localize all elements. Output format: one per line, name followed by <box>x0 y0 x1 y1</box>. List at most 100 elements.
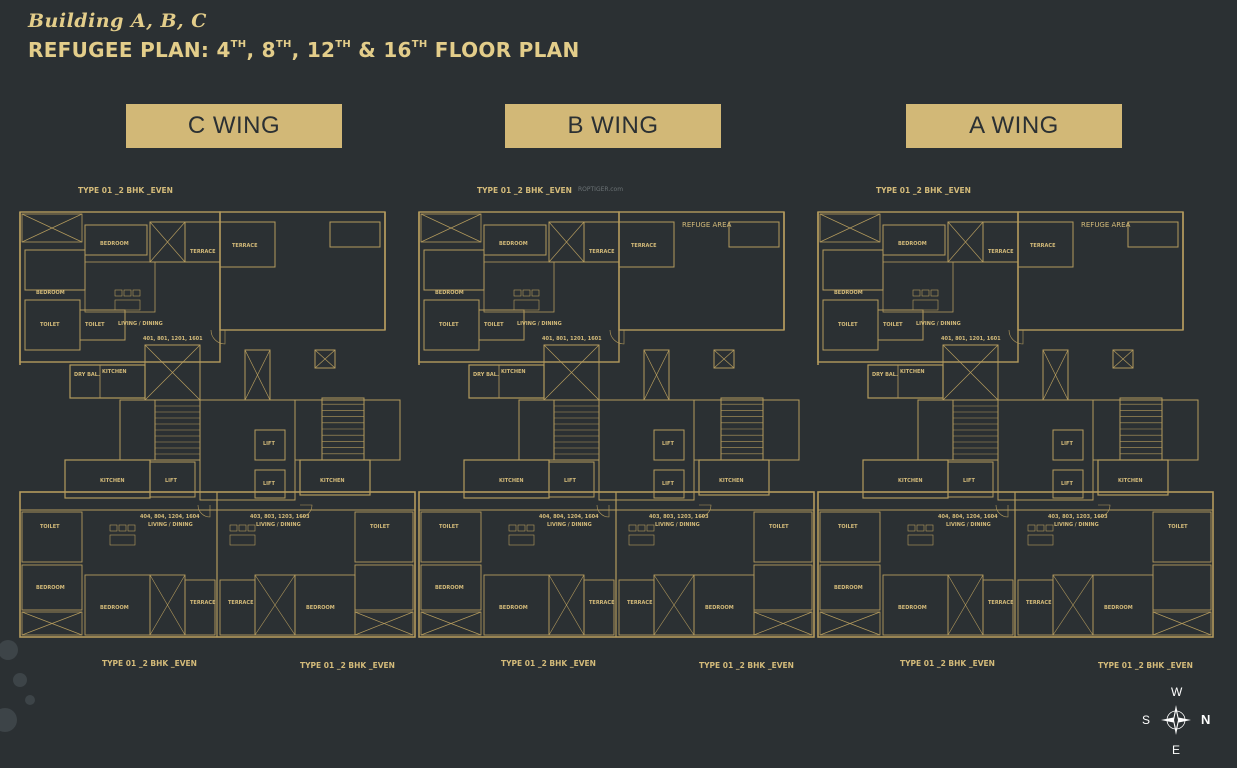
wall <box>314 349 336 369</box>
bedroom-label-2-a: BEDROOM <box>834 290 863 296</box>
wall-line <box>149 221 186 263</box>
wall-line <box>643 349 670 401</box>
refuge-area-label-b: REFUGE AREA <box>682 221 732 229</box>
wall <box>713 349 735 369</box>
bedroom-label-2-b: BEDROOM <box>435 290 464 296</box>
wall <box>646 524 655 532</box>
lift-label-3-b: LIFT <box>564 478 576 484</box>
type-label-bottom-left-a: TYPE 01 _2 BHK _EVEN <box>900 659 995 668</box>
wall-line <box>420 213 482 243</box>
living-label-1-c: LIVING / DINING <box>118 321 163 327</box>
wall <box>628 524 637 532</box>
wall <box>518 399 555 461</box>
wall <box>118 524 127 532</box>
wall <box>1097 459 1169 496</box>
bedroom-label-4-c: BEDROOM <box>100 605 129 611</box>
wall <box>219 579 256 636</box>
compass-south: S <box>1142 713 1151 727</box>
wall-line <box>819 611 881 636</box>
wall <box>508 534 535 546</box>
wall <box>184 579 216 636</box>
wall-line <box>254 574 296 636</box>
bedroom-label-4-a: BEDROOM <box>898 605 927 611</box>
wall-line <box>354 611 414 636</box>
wall <box>925 524 934 532</box>
bedroom-label-5-a: BEDROOM <box>1104 605 1133 611</box>
wall-line <box>1042 349 1069 401</box>
kitchen-label-2-a: KITCHEN <box>898 478 923 484</box>
unit-number-bottom-right-c: 403, 803, 1203, 1603 <box>250 514 310 520</box>
wall <box>1052 429 1084 461</box>
toilet-label-2-c: TOILET <box>85 322 105 328</box>
wall <box>907 524 916 532</box>
wall <box>982 579 1014 636</box>
wall <box>219 221 276 268</box>
wall <box>423 249 485 291</box>
wall <box>1017 211 1184 331</box>
wall <box>531 289 540 297</box>
wall-line <box>244 349 271 401</box>
wall <box>64 459 151 499</box>
toilet-label-4-c: TOILET <box>370 524 390 530</box>
bedroom-label-1-a: BEDROOM <box>898 241 927 247</box>
type-label-top-c: TYPE 01 _2 BHK _EVEN <box>78 186 173 195</box>
unit-number-bottom-left-b: 404, 804, 1204, 1604 <box>539 514 599 520</box>
terrace-label-3-b: TERRACE <box>589 600 615 606</box>
living-label-3-a: LIVING / DINING <box>1054 522 1099 528</box>
toilet-label-2-b: TOILET <box>484 322 504 328</box>
toilet-label-2-a: TOILET <box>883 322 903 328</box>
door-swing <box>197 504 211 518</box>
terrace-label-1-a: TERRACE <box>988 249 1014 255</box>
wall <box>21 511 83 563</box>
toilet-label-3-b: TOILET <box>439 524 459 530</box>
lift-label-1-b: LIFT <box>662 441 674 447</box>
door-swing <box>210 329 226 345</box>
plan-title: REFUGEE PLAN: 4TH, 8TH, 12TH & 16TH FLOO… <box>28 38 580 62</box>
bedroom-label-5-b: BEDROOM <box>705 605 734 611</box>
wall <box>628 534 655 546</box>
wall-line <box>420 611 482 636</box>
wall-line <box>947 221 984 263</box>
wall <box>526 524 535 532</box>
wall <box>1045 524 1054 532</box>
terrace-label-4-a: TERRACE <box>1026 600 1052 606</box>
wall <box>1017 579 1054 636</box>
wall <box>109 534 136 546</box>
bedroom-label-4-b: BEDROOM <box>499 605 528 611</box>
wing-b-banner: B WING <box>505 104 721 148</box>
living-label-1-b: LIVING / DINING <box>517 321 562 327</box>
unit-number-top-b: 401, 801, 1201, 1601 <box>542 336 602 342</box>
toilet-label-4-b: TOILET <box>769 524 789 530</box>
living-label-2-a: LIVING / DINING <box>946 522 991 528</box>
background-blob <box>13 673 27 687</box>
wing-a-banner: A WING <box>906 104 1122 148</box>
wall <box>912 299 939 311</box>
wall <box>219 211 386 331</box>
wall <box>123 289 132 297</box>
wall-line <box>947 574 984 636</box>
watermark-text: ROPTIGER.com <box>578 186 624 193</box>
terrace-label-4-c: TERRACE <box>228 600 254 606</box>
bedroom-label-2-c: BEDROOM <box>36 290 65 296</box>
wall <box>997 399 1094 501</box>
wall <box>247 524 256 532</box>
wall <box>1092 399 1199 461</box>
refuge-area-label-a: REFUGE AREA <box>1081 221 1131 229</box>
background-blob <box>25 695 35 705</box>
type-label-bottom-left-c: TYPE 01 _2 BHK _EVEN <box>102 659 197 668</box>
dry-bal-label-1-b: DRY BAL. <box>473 372 499 378</box>
wall-line <box>819 213 881 243</box>
wall <box>598 399 695 501</box>
wall <box>917 399 954 461</box>
wall <box>84 261 156 313</box>
wall <box>753 611 813 636</box>
compass-north: N <box>1201 712 1211 727</box>
type-label-bottom-right-c: TYPE 01 _2 BHK _EVEN <box>300 661 395 670</box>
background-blob <box>0 708 17 732</box>
wall-line <box>653 574 695 636</box>
door-swing <box>596 504 610 518</box>
compass-rose: W S N E <box>1140 683 1220 763</box>
kitchen-label-3-b: KITCHEN <box>719 478 744 484</box>
wall <box>513 289 522 297</box>
unit-number-top-a: 401, 801, 1201, 1601 <box>941 336 1001 342</box>
